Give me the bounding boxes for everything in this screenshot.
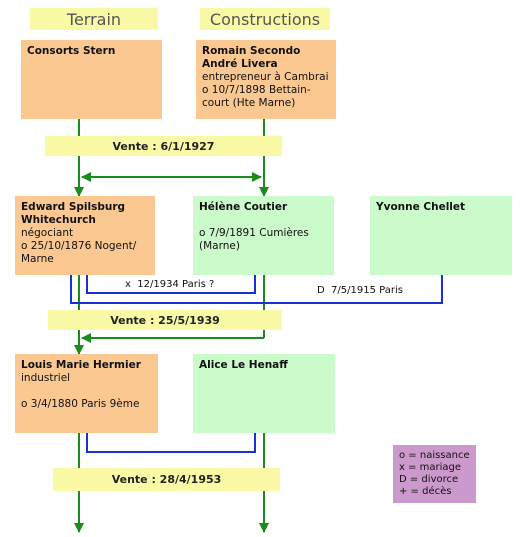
owner-box-consorts-stern: Consorts Stern (21, 40, 162, 119)
constructions-column-header: Constructions (200, 8, 330, 30)
marriage-line (86, 433, 256, 453)
legend-box: o = naissance x = mariage D = divorce + … (393, 445, 476, 503)
owner-box-louis-hermier: Louis Marie Hermier industriel o 3/4/188… (15, 354, 158, 433)
owner-birth: o 10/7/1898 Bettain- court (Hte Marne) (202, 84, 311, 109)
sale-1953-label: Vente : 28/4/1953 (53, 468, 280, 491)
owner-occupation: industriel (21, 372, 71, 384)
owner-name: Edward Spilsburg Whitechurch (21, 201, 126, 226)
sale-1939-label: Vente : 25/5/1939 (48, 310, 282, 330)
owner-box-helene-coutier: Hélène Coutier o 7/9/1891 Cumières (Marn… (193, 196, 334, 275)
owner-name: Yvonne Chellet (376, 201, 466, 213)
owner-box-romain-livera: Romain Secondo André Livera entrepreneur… (196, 40, 336, 119)
owner-birth: o 3/4/1880 Paris 9ème (21, 398, 140, 410)
owner-box-edward-whitechurch: Edward Spilsburg Whitechurch négociant o… (15, 196, 155, 275)
legend-divorce: D = divorce (399, 474, 459, 485)
owner-occupation: entrepreneur à Cambrai (202, 71, 329, 83)
owner-name: Alice Le Henaff (199, 359, 288, 371)
owner-name: Consorts Stern (27, 45, 116, 57)
owner-name: Hélène Coutier (199, 201, 288, 213)
owner-occupation: négociant (21, 227, 74, 239)
sale-1927-label: Vente : 6/1/1927 (45, 136, 282, 156)
owner-box-yvonne-chellet: Yvonne Chellet (370, 196, 512, 275)
divorce-label: D 7/5/1915 Paris (317, 285, 403, 296)
marriage-label: x 12/1934 Paris ? (125, 279, 215, 290)
owner-box-alice-le-henaff: Alice Le Henaff (193, 354, 335, 433)
marriage-line (86, 275, 256, 294)
legend-death: + = décès (399, 486, 452, 497)
terrain-column-header: Terrain (30, 8, 158, 30)
owner-name: Romain Secondo André Livera (202, 45, 301, 70)
owner-birth: o 7/9/1891 Cumières (Marne) (199, 227, 309, 252)
legend-marriage: x = mariage (399, 462, 462, 473)
owner-birth: o 25/10/1876 Nogent/ Marne (21, 240, 137, 265)
divorce-line (70, 275, 443, 304)
legend-birth: o = naissance (399, 450, 470, 461)
owner-name: Louis Marie Hermier (21, 359, 141, 371)
